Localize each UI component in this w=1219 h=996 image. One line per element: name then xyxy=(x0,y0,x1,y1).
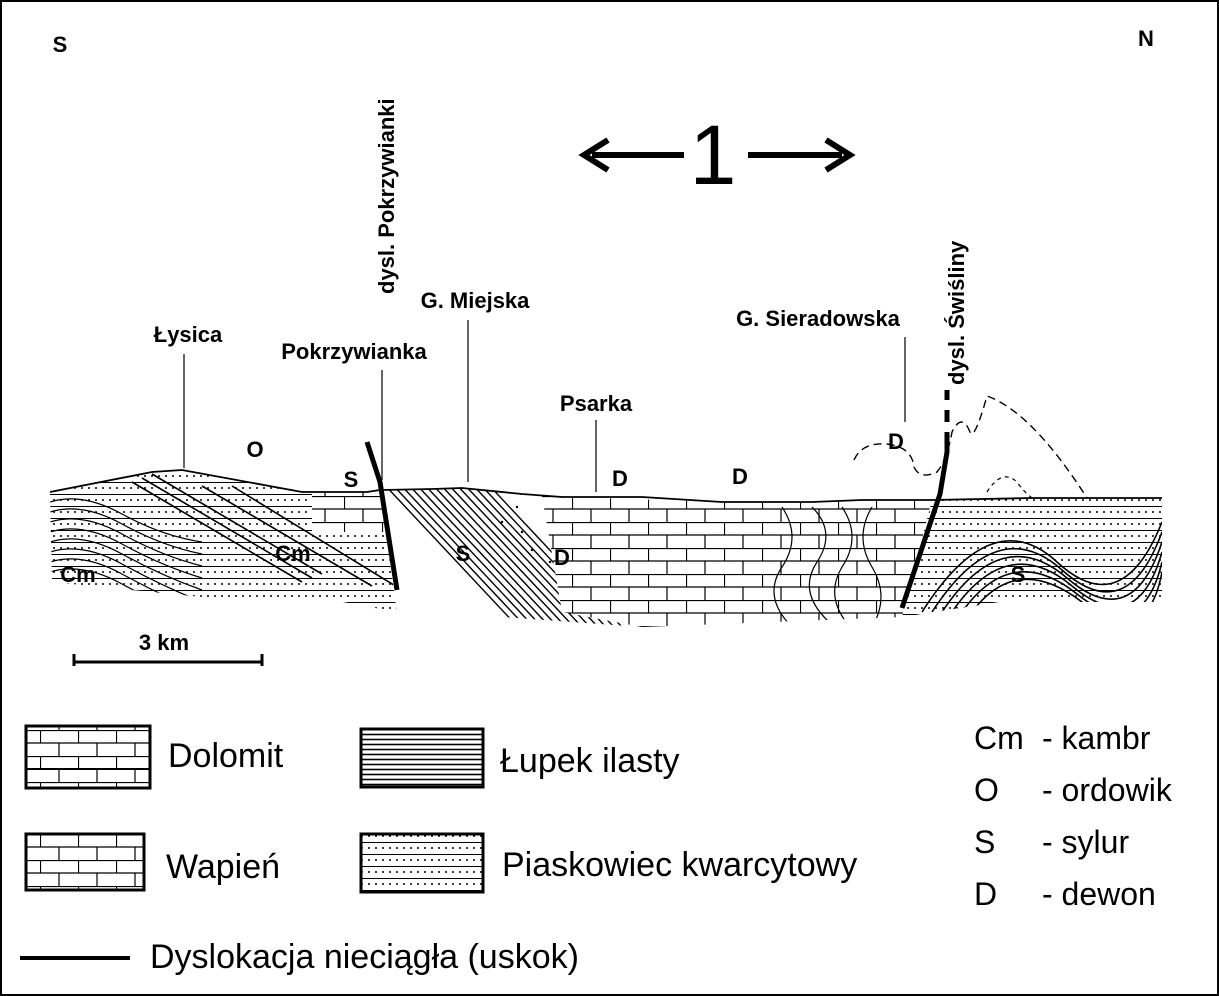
period-code-d: D xyxy=(974,876,997,912)
section-body xyxy=(42,390,1172,642)
period-code-s: S xyxy=(974,824,995,860)
legend-swatch-lupek xyxy=(361,729,483,787)
period-name-ordowik: - ordowik xyxy=(1042,772,1173,808)
eroded-surface-inner xyxy=(987,477,1032,498)
scale-bar xyxy=(74,654,262,666)
period-code-o: O xyxy=(974,772,999,808)
south-label: S xyxy=(53,32,68,57)
fault-swisliny-label: dysl. Świśliny xyxy=(944,240,969,385)
unit-d-sieradowska: D xyxy=(888,429,904,454)
legend-label-lupek: Łupek ilasty xyxy=(500,742,680,780)
block-devonian xyxy=(542,482,942,642)
unit-s-mid: S xyxy=(456,541,471,566)
north-label: N xyxy=(1138,26,1154,51)
period-name-kambr: - kambr xyxy=(1042,720,1151,756)
legend-swatch-wapien xyxy=(26,834,144,890)
period-name-sylur: - sylur xyxy=(1042,824,1129,860)
block-anticline xyxy=(902,482,1172,622)
peak-pokrzywianka: Pokrzywianka xyxy=(281,339,427,364)
unit-cm-left: Cm xyxy=(60,562,95,587)
legend-label-wapien: Wapień xyxy=(166,848,280,886)
peak-lysica: Łysica xyxy=(154,322,223,347)
scale-bar-label: 3 km xyxy=(139,630,189,655)
legend-swatch-dolomit xyxy=(26,726,150,788)
legend-label-dolomit: Dolomit xyxy=(168,737,284,775)
legend-swatch-piaskowiec xyxy=(361,834,483,892)
period-code-cm: Cm xyxy=(974,720,1024,756)
peak-g-miejska: G. Miejska xyxy=(421,288,531,313)
unit-cm-mid: Cm xyxy=(275,541,310,566)
unit-d-psarka: D xyxy=(612,466,628,491)
section-number: 1 xyxy=(690,108,737,202)
unit-s-right: S xyxy=(1011,562,1026,587)
legend-label-piaskowiec: Piaskowiec kwarcytowy xyxy=(502,846,857,884)
unit-d-mid: D xyxy=(554,545,570,570)
unit-d-right: D xyxy=(732,464,748,489)
legend-label-dyslokacja: Dyslokacja nieciągła (uskok) xyxy=(150,938,579,976)
peak-psarka: Psarka xyxy=(560,391,633,416)
fault-pokrzywianki-label: dysl. Pokrzywianki xyxy=(374,98,399,294)
peak-g-sieradowska: G. Sieradowska xyxy=(736,306,901,331)
period-name-dewon: - dewon xyxy=(1042,876,1156,912)
unit-o-top: O xyxy=(246,437,263,462)
unit-s-top: S xyxy=(344,467,359,492)
